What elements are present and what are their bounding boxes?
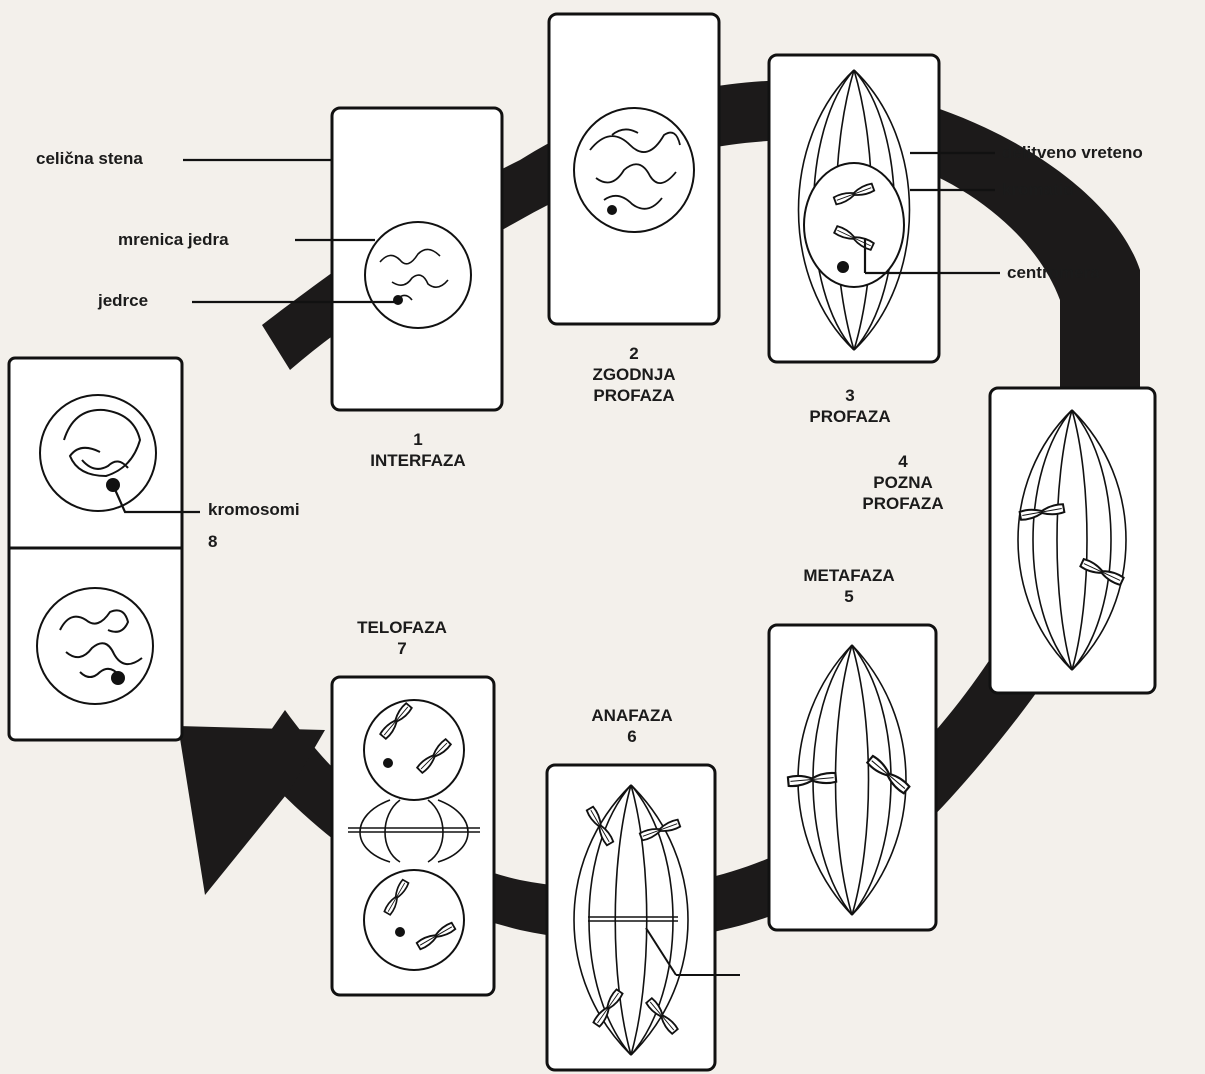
phase-7-number: 7 <box>322 638 482 659</box>
caption-phase-6: ANAFAZA 6 <box>552 705 712 747</box>
label-chromatid: kromatid <box>1002 180 1074 200</box>
label-cell-wall: celična stena <box>36 149 143 169</box>
panel-interphase <box>332 108 502 410</box>
panel-late-prophase <box>990 388 1155 693</box>
caption-phase-3: 3 PROFAZA <box>770 385 930 427</box>
phase-5-name: METAFAZA <box>769 565 929 586</box>
phase-1-number: 1 <box>338 429 498 450</box>
label-spindle: delitveno vreteno <box>1002 143 1143 163</box>
label-phase-8-number: 8 <box>208 532 217 552</box>
phase-3-number: 3 <box>770 385 930 406</box>
panel-anaphase <box>547 765 740 1070</box>
label-nucleolus: jedrce <box>98 291 148 311</box>
panel-prophase <box>769 55 939 362</box>
phase-2-name-line2: PROFAZA <box>554 385 714 406</box>
label-chromosomes: kromosomi <box>208 500 300 520</box>
phase-6-number: 6 <box>552 726 712 747</box>
phase-6-name: ANAFAZA <box>552 705 712 726</box>
caption-phase-5: METAFAZA 5 <box>769 565 929 607</box>
caption-phase-1: 1 INTERFAZA <box>338 429 498 471</box>
phase-4-number: 4 <box>823 451 983 472</box>
panel-metaphase <box>769 625 936 930</box>
phase-7-name: TELOFAZA <box>322 617 482 638</box>
phase-5-number: 5 <box>769 586 929 607</box>
phase-4-name-line2: PROFAZA <box>823 493 983 514</box>
label-nuclear-membrane: mrenica jedra <box>118 230 229 250</box>
phase-4-name-line1: POZNA <box>823 472 983 493</box>
caption-phase-2: 2 ZGODNJA PROFAZA <box>554 343 714 406</box>
panel-telophase <box>332 677 494 995</box>
panel-daughter-cells <box>9 358 182 740</box>
panel-early-prophase <box>549 14 719 324</box>
caption-phase-7: TELOFAZA 7 <box>322 617 482 659</box>
phase-2-number: 2 <box>554 343 714 364</box>
phase-1-name: INTERFAZA <box>338 450 498 471</box>
label-centromere: centromera <box>1007 263 1100 283</box>
phase-2-name-line1: ZGODNJA <box>554 364 714 385</box>
phase-3-name: PROFAZA <box>770 406 930 427</box>
caption-phase-4: 4 POZNA PROFAZA <box>823 451 983 514</box>
